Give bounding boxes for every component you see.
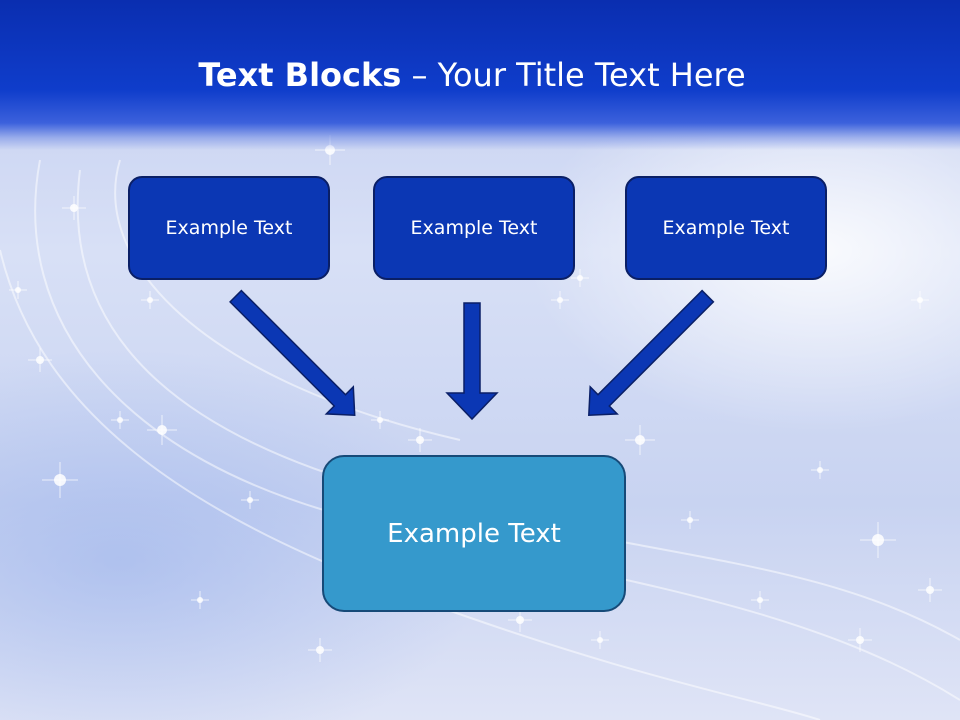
- arrow-right: [588, 289, 715, 416]
- sparkle-ray: [571, 269, 589, 287]
- arrow-left: [229, 289, 356, 416]
- sparkle-ray: [860, 522, 896, 558]
- slide-title: Text Blocks – Your Title Text Here: [0, 52, 944, 98]
- text-block-bottom: Example Text: [322, 455, 626, 612]
- title-separator: –: [401, 56, 438, 94]
- sparkle-ray: [62, 196, 86, 220]
- text-block-left: Example Text: [128, 176, 330, 280]
- sparkle-ray: [918, 578, 942, 602]
- sparkle-ray: [848, 628, 872, 652]
- sparkle-ray: [508, 608, 532, 632]
- sparkle-ray: [625, 425, 655, 455]
- title-bold: Text Blocks: [198, 56, 402, 94]
- text-block-left-label: Example Text: [165, 217, 293, 239]
- sparkle-ray: [9, 281, 27, 299]
- text-block-bottom-label: Example Text: [387, 518, 561, 549]
- sparkle-ray: [147, 415, 177, 445]
- title-rest: Your Title Text Here: [437, 56, 746, 94]
- sparkle-ray: [551, 291, 569, 309]
- sparkle-ray: [911, 291, 929, 309]
- text-block-right-label: Example Text: [662, 217, 790, 239]
- sparkle-ray: [751, 591, 769, 609]
- sparkle-ray: [591, 631, 609, 649]
- sparkle-ray: [371, 411, 389, 429]
- sparkle-ray: [141, 291, 159, 309]
- sparkle-ray: [681, 511, 699, 529]
- sparkle-ray: [111, 411, 129, 429]
- sparkle-ray: [28, 348, 52, 372]
- sparkle-ray: [408, 428, 432, 452]
- arrow-center: [445, 302, 499, 421]
- sparkle-ray: [811, 461, 829, 479]
- sparkle-ray: [42, 462, 78, 498]
- text-block-center: Example Text: [373, 176, 575, 280]
- sparkle-ray: [191, 591, 209, 609]
- text-block-right: Example Text: [625, 176, 827, 280]
- sparkle-ray: [241, 491, 259, 509]
- sparkle-ray: [308, 638, 332, 662]
- text-block-center-label: Example Text: [410, 217, 538, 239]
- title-bar: [0, 0, 960, 150]
